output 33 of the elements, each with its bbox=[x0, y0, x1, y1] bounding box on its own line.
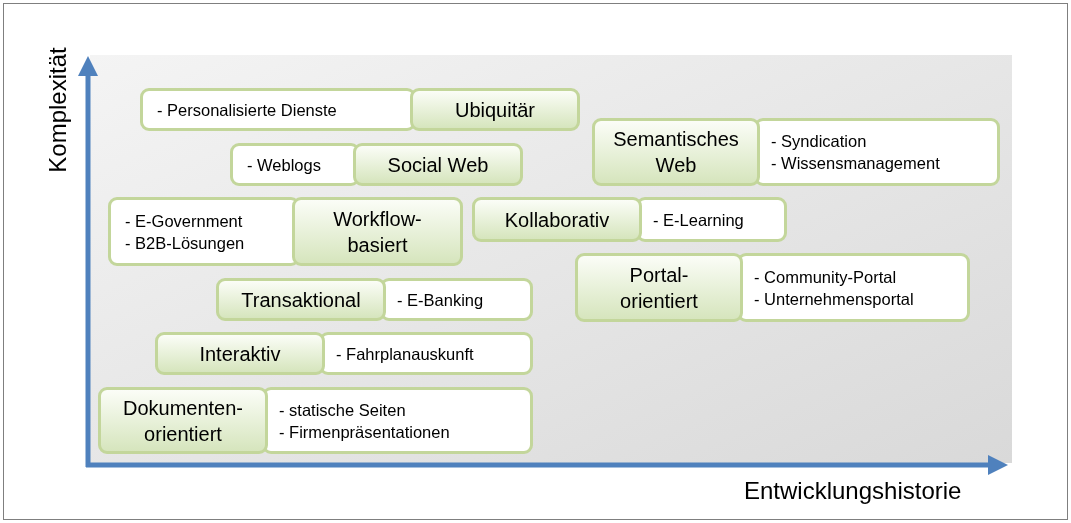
example-text: - Syndication bbox=[771, 131, 867, 152]
category-box bbox=[292, 197, 463, 266]
example-text: - E-Learning bbox=[653, 209, 744, 231]
example-text: - Wissensmanagement bbox=[771, 153, 940, 174]
category-box bbox=[98, 387, 268, 454]
example-text: - B2B-Lösungen bbox=[125, 232, 245, 254]
category-label: Dokumenten- orientiert bbox=[121, 395, 245, 447]
category-label: Ubiquitär bbox=[454, 97, 535, 123]
category-box bbox=[410, 88, 580, 131]
example-text: - Fahrplanauskunft bbox=[336, 343, 474, 365]
category-label: Portal- orientiert bbox=[619, 262, 699, 314]
category-box bbox=[155, 332, 325, 375]
category-box bbox=[472, 197, 642, 242]
example-text: - Community-Portal bbox=[754, 266, 897, 288]
category-label: Transaktional bbox=[241, 287, 361, 313]
example-text: - Weblogs bbox=[247, 154, 321, 176]
category-label: Semantisches Web bbox=[612, 127, 740, 178]
example-text: - E-Banking bbox=[397, 289, 484, 311]
category-box bbox=[575, 253, 743, 322]
category-label: Social Web bbox=[387, 152, 489, 178]
category-label: Interaktiv bbox=[199, 341, 281, 367]
category-box bbox=[592, 118, 760, 186]
example-text: - statische Seiten bbox=[279, 399, 406, 421]
example-text: - Firmenpräsentationen bbox=[279, 421, 450, 443]
axis-title: Entwicklungshistorie bbox=[744, 476, 962, 506]
example-text: - Unternehmensportal bbox=[754, 288, 914, 310]
example-text: - Personalisierte Dienste bbox=[157, 99, 337, 121]
category-label: Workflow- basiert bbox=[332, 206, 423, 258]
category-label: Kollaborativ bbox=[504, 207, 610, 233]
category-box bbox=[353, 143, 523, 186]
example-text: - E-Government bbox=[125, 210, 243, 232]
category-box bbox=[216, 278, 386, 321]
axis-title: Komplexität bbox=[44, 47, 72, 173]
